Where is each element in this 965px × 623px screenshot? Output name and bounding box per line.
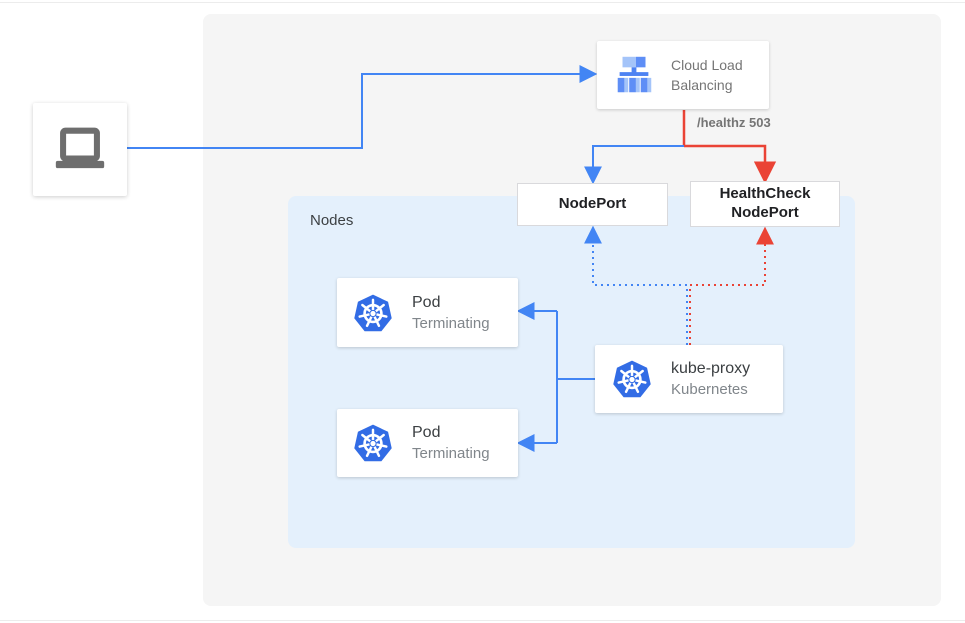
nodes-group-label: Nodes <box>310 212 354 229</box>
healthcheck-nodeport-label: HealthCheck NodePort <box>719 185 811 221</box>
kubernetes-icon <box>354 294 392 331</box>
pod-1-title: Pod <box>412 293 441 311</box>
kubernetes-icon <box>354 424 392 462</box>
bottom-divider <box>0 620 965 621</box>
pod-1-card: Pod Terminating <box>337 278 518 347</box>
laptop-icon <box>55 127 105 168</box>
nodeport-box: NodePort <box>517 183 668 226</box>
client-card <box>33 103 127 196</box>
cloud-load-balancing-label: Cloud Load Balancing <box>671 56 743 93</box>
kube-proxy-card: kube-proxy Kubernetes <box>595 345 783 413</box>
pod-2-title: Pod <box>412 424 441 442</box>
pod-2-card: Pod Terminating <box>337 409 518 477</box>
cloud-load-balancing-card: Cloud Load Balancing <box>597 41 769 109</box>
kube-proxy-title: kube-proxy <box>671 360 751 378</box>
kube-proxy-subtitle: Kubernetes <box>671 381 748 399</box>
nodeport-label: NodePort <box>558 195 627 213</box>
pod-1-status: Terminating <box>412 314 490 332</box>
load-balancer-icon <box>617 56 652 93</box>
top-divider <box>0 2 965 3</box>
healthcheck-nodeport-box: HealthCheck NodePort <box>690 181 840 227</box>
healthz-503-label: /healthz 503 <box>697 115 771 130</box>
pod-2-status: Terminating <box>412 445 490 463</box>
kubernetes-icon <box>613 360 651 398</box>
